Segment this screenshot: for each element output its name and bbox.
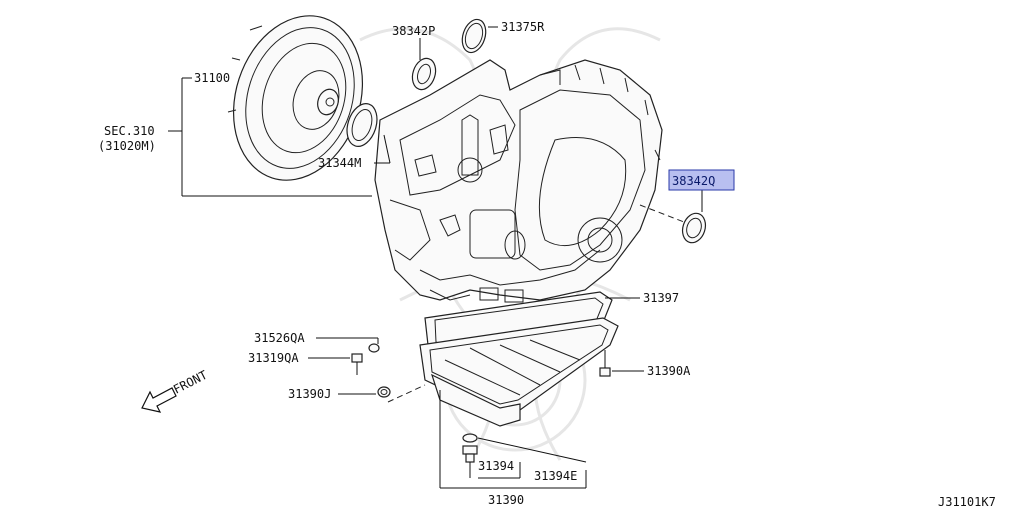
- label-31375r[interactable]: 31375R: [501, 20, 545, 34]
- torque-converter: [227, 15, 364, 181]
- oring-31375r: [461, 18, 487, 54]
- label-38342q[interactable]: 38342Q: [672, 174, 715, 188]
- label-31397[interactable]: 31397: [643, 291, 679, 305]
- transmission-case: [374, 59, 663, 303]
- label-31526qa[interactable]: 31526QA: [254, 331, 305, 345]
- label-sec310-sub: (31020M): [98, 139, 156, 153]
- drain-plug-31394: [462, 445, 478, 463]
- front-arrow-icon: [141, 387, 177, 413]
- diagram-code: J31101K7: [938, 495, 996, 509]
- label-sec310[interactable]: SEC.310: [104, 124, 155, 138]
- label-31390[interactable]: 31390: [488, 493, 524, 507]
- label-31394e[interactable]: 31394E: [534, 469, 577, 483]
- label-31319qa[interactable]: 31319QA: [248, 351, 299, 365]
- washer-31394e: [462, 433, 478, 443]
- label-38342p[interactable]: 38342P: [392, 24, 435, 38]
- highlight-box: [668, 169, 735, 191]
- label-31344m[interactable]: 31344M: [318, 156, 361, 170]
- seal-38342q: [681, 212, 707, 244]
- seal-31344m: [346, 103, 378, 147]
- leader-lines: [168, 26, 703, 489]
- bolt-31319qa: [351, 353, 363, 375]
- label-31394[interactable]: 31394: [478, 459, 514, 473]
- bolt-31390j: [377, 386, 391, 398]
- front-label: FRONT: [171, 368, 210, 397]
- label-31390a[interactable]: 31390A: [647, 364, 691, 378]
- seal-38342p: [411, 57, 437, 91]
- label-31100[interactable]: 31100: [194, 71, 230, 85]
- bolt-31390a: [599, 350, 611, 377]
- label-31390j[interactable]: 31390J: [288, 387, 331, 401]
- plug-31526qa: [368, 343, 380, 353]
